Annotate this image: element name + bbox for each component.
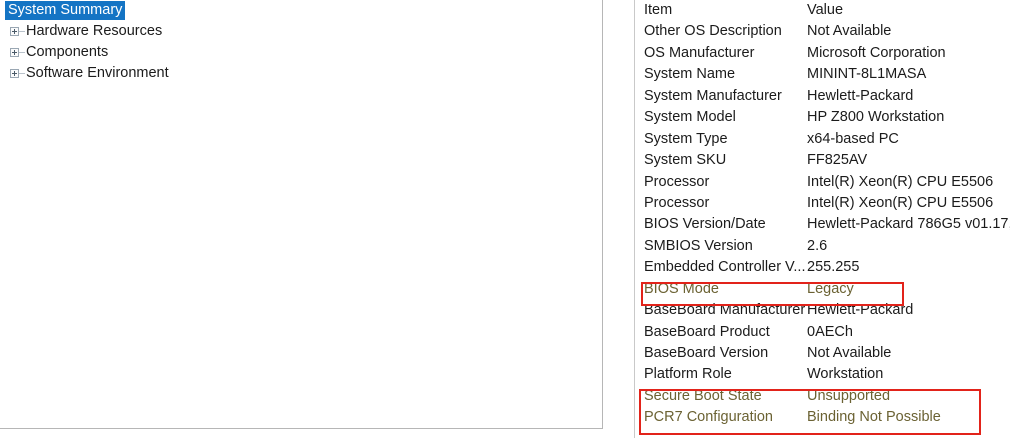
detail-item-label: System Name bbox=[644, 66, 736, 83]
detail-item-label: BIOS Mode bbox=[644, 280, 719, 297]
detail-row[interactable]: Processor Intel(R) Xeon(R) CPU E5506 bbox=[635, 193, 1010, 214]
detail-item-value: 2.6 bbox=[807, 237, 828, 254]
detail-item-value: Not Available bbox=[807, 345, 892, 361]
detail-item-value: Not Available bbox=[807, 23, 892, 40]
tree-connector-line bbox=[19, 73, 25, 74]
detail-item-value: Workstation bbox=[807, 366, 884, 383]
detail-row[interactable]: BIOS Mode Legacy bbox=[635, 279, 1010, 300]
detail-row[interactable]: Secure Boot State Unsupported bbox=[635, 386, 1010, 407]
detail-row[interactable]: SMBIOS Version 2.6 bbox=[635, 236, 1010, 257]
detail-row[interactable]: System Manufacturer Hewlett-Packard bbox=[635, 86, 1010, 107]
tree-item-hardware-resources[interactable]: Hardware Resources bbox=[0, 21, 602, 42]
column-header-item: Item bbox=[644, 2, 673, 18]
detail-row[interactable]: Embedded Controller V...255.255 bbox=[635, 257, 1010, 278]
detail-item-value: Hewlett-Packard bbox=[807, 302, 914, 319]
detail-row[interactable]: BIOS Version/Date Hewlett-Packard 786G5 v… bbox=[635, 214, 1010, 235]
detail-row[interactable]: System SKU FF825AV bbox=[635, 150, 1010, 171]
expand-plus-icon[interactable] bbox=[10, 27, 19, 36]
detail-item-label: Embedded Controller V... bbox=[644, 259, 806, 276]
detail-item-value: HP Z800 Workstation bbox=[807, 109, 945, 126]
detail-item-label: Processor bbox=[644, 173, 710, 190]
detail-item-value: Binding Not Possible bbox=[807, 409, 941, 426]
detail-item-label: System Manufacturer bbox=[644, 87, 782, 104]
detail-row[interactable]: BaseBoard Product 0AECh bbox=[635, 322, 1010, 343]
detail-item-label: System SKU bbox=[644, 152, 727, 169]
detail-item-value: MININT-8L1MASA bbox=[807, 66, 927, 83]
tree-item-software-environment[interactable]: Software Environment bbox=[0, 63, 602, 84]
pane-splitter[interactable] bbox=[603, 0, 631, 440]
detail-item-label: SMBIOS Version bbox=[644, 237, 753, 254]
detail-item-label: BIOS Version/Date bbox=[644, 216, 766, 233]
detail-item-value: 255.255 bbox=[807, 259, 860, 276]
detail-item-value: x64-based PC bbox=[807, 130, 899, 147]
tree-item-components-label: Components bbox=[26, 44, 109, 60]
detail-row[interactable]: System Model HP Z800 Workstation bbox=[635, 107, 1010, 128]
detail-item-label: System Type bbox=[644, 130, 728, 147]
detail-item-label: BaseBoard Version bbox=[644, 345, 769, 361]
tree-item-components[interactable]: Components bbox=[0, 42, 602, 63]
detail-item-value: Intel(R) Xeon(R) CPU E5506 bbox=[807, 194, 994, 211]
tree-connector-line bbox=[19, 31, 25, 32]
tree-item-system-summary-label: System Summary bbox=[5, 0, 126, 20]
detail-row[interactable]: System Name MININT-8L1MASA bbox=[635, 64, 1010, 85]
detail-item-value: Hewlett-Packard bbox=[807, 87, 914, 104]
detail-row[interactable]: PCR7 Configuration Binding Not Possible bbox=[635, 407, 1010, 428]
tree-item-software-environment-label: Software Environment bbox=[26, 65, 169, 81]
detail-column-header-row: Item Value bbox=[635, 0, 1010, 21]
tree-item-system-summary[interactable]: System Summary bbox=[0, 0, 602, 21]
detail-item-label: Secure Boot State bbox=[644, 387, 762, 404]
navigation-tree-panel[interactable]: System Summary Hardware Resources Compon… bbox=[0, 0, 603, 429]
expand-plus-icon[interactable] bbox=[10, 69, 19, 78]
detail-item-label: System Model bbox=[644, 109, 736, 126]
detail-row[interactable]: BaseBoard Version Not Available bbox=[635, 343, 1010, 364]
detail-item-value: Microsoft Corporation bbox=[807, 44, 946, 61]
detail-row[interactable]: Processor Intel(R) Xeon(R) CPU E5506 bbox=[635, 172, 1010, 193]
detail-item-value: 0AECh bbox=[807, 323, 853, 340]
column-header-value: Value bbox=[807, 2, 844, 18]
detail-row[interactable]: Platform Role Workstation bbox=[635, 364, 1010, 385]
tree-item-hardware-resources-label: Hardware Resources bbox=[26, 23, 163, 39]
detail-item-label: BaseBoard Manufacturer bbox=[644, 302, 806, 319]
detail-item-value: Unsupported bbox=[807, 387, 891, 404]
detail-row[interactable]: System Type x64-based PC bbox=[635, 129, 1010, 150]
expand-plus-icon[interactable] bbox=[10, 48, 19, 57]
detail-item-label: Processor bbox=[644, 194, 710, 211]
detail-item-value: FF825AV bbox=[807, 152, 868, 169]
detail-item-label: Platform Role bbox=[644, 366, 732, 383]
detail-row[interactable]: OS Manufacturer Microsoft Corporation bbox=[635, 43, 1010, 64]
detail-item-label: BaseBoard Product bbox=[644, 323, 770, 340]
detail-row[interactable]: Other OS Description Not Available bbox=[635, 21, 1010, 42]
detail-item-value: Hewlett-Packard 786G5 v01.17, 8/ bbox=[807, 216, 1010, 233]
detail-item-label: Other OS Description bbox=[644, 23, 782, 40]
detail-item-value: Legacy bbox=[807, 280, 854, 297]
detail-item-label: OS Manufacturer bbox=[644, 44, 755, 61]
detail-item-value: Intel(R) Xeon(R) CPU E5506 bbox=[807, 173, 994, 190]
tree-connector-line bbox=[19, 52, 25, 53]
detail-item-label: PCR7 Configuration bbox=[644, 409, 773, 426]
